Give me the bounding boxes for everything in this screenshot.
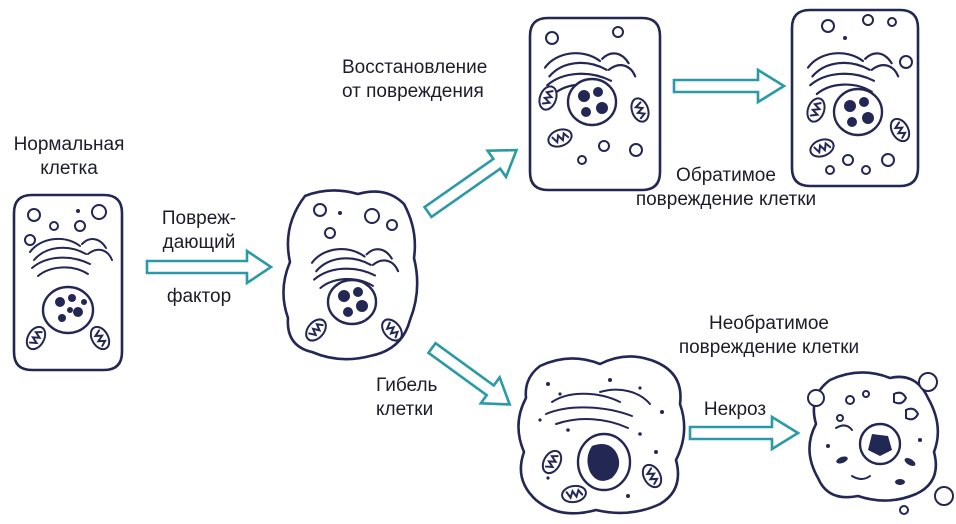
normal-cell	[14, 195, 122, 370]
label-damaging-factor-line3: фактор	[140, 285, 258, 309]
label-damaging-factor-line1: Повреж-	[140, 207, 258, 231]
arrow-reversible	[674, 70, 784, 102]
label-damaging-factor-top: Повреж- дающий	[140, 207, 258, 255]
label-recovery-line2: от повреждения	[342, 80, 522, 104]
label-recovery-line1: Восстановление	[342, 56, 522, 80]
label-damaging-factor-line2: дающий	[140, 231, 258, 255]
label-irreversible-damage: Необратимое повреждение клетки	[654, 312, 884, 360]
label-normal-cell-line1: Нормальная	[0, 133, 138, 157]
label-damaging-factor-bottom: фактор	[140, 285, 258, 309]
label-cell-death: Гибель клетки	[376, 374, 466, 422]
reversible-damaged-cell	[792, 10, 918, 186]
label-necrosis: Некроз	[690, 398, 780, 422]
label-cell-death-line1: Гибель	[376, 374, 466, 398]
arrow-damaging-factor	[147, 251, 271, 283]
label-reversible-damage-line1: Обратимое	[606, 164, 846, 188]
label-cell-death-line2: клетки	[376, 398, 466, 422]
label-recovery: Восстановление от повреждения	[342, 56, 522, 104]
label-normal-cell-line2: клетка	[0, 157, 138, 181]
dying-cell	[518, 356, 684, 513]
arrow-recovery	[419, 137, 526, 225]
label-reversible-damage: Обратимое повреждение клетки	[606, 164, 846, 212]
label-irreversible-damage-line1: Необратимое	[654, 312, 884, 336]
label-irreversible-damage-line2: повреждение клетки	[654, 336, 884, 360]
label-normal-cell: Нормальная клетка	[0, 133, 138, 181]
necrotic-cell	[808, 372, 953, 514]
label-reversible-damage-line2: повреждение клетки	[606, 188, 846, 212]
swollen-cell	[283, 190, 417, 359]
